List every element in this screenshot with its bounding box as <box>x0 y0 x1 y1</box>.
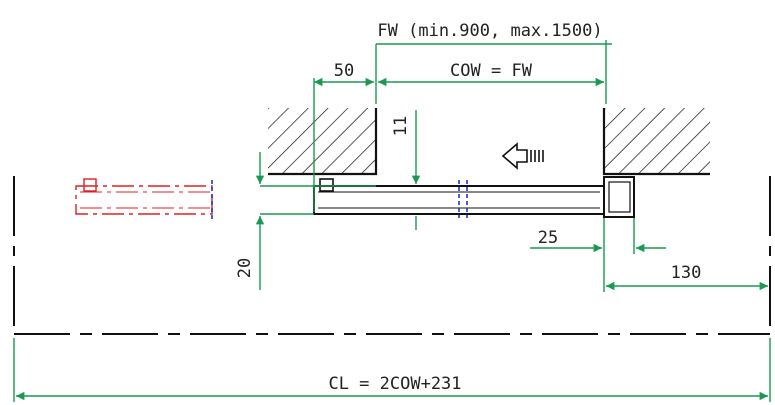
dim-25-label: 25 <box>538 228 558 248</box>
dim-25-dimension <box>530 218 666 292</box>
dim-50-label: 50 <box>334 61 354 81</box>
dim-20-label: 20 <box>235 258 255 278</box>
door-break-mark <box>458 180 468 218</box>
dim-20-dimension <box>255 152 376 290</box>
ceiling-track-outline <box>13 176 771 335</box>
cow-eq-fw-label: COW = FW <box>450 61 533 81</box>
door-stop-bracket <box>603 176 635 218</box>
dim-11-label: 11 <box>391 116 411 136</box>
dim-130-label: 130 <box>671 263 702 283</box>
dim-50-dimension <box>313 77 374 212</box>
fw-range-label: FW (min.900, max.1500) <box>377 21 602 41</box>
cl-formula-label: CL = 2COW+231 <box>328 374 461 394</box>
right-wall <box>602 108 710 176</box>
fw-dimension <box>375 40 612 104</box>
arrow-left-icon <box>501 142 544 170</box>
open-door-ghost <box>75 178 213 215</box>
cl-dimension <box>13 338 771 402</box>
left-wall <box>268 108 378 176</box>
